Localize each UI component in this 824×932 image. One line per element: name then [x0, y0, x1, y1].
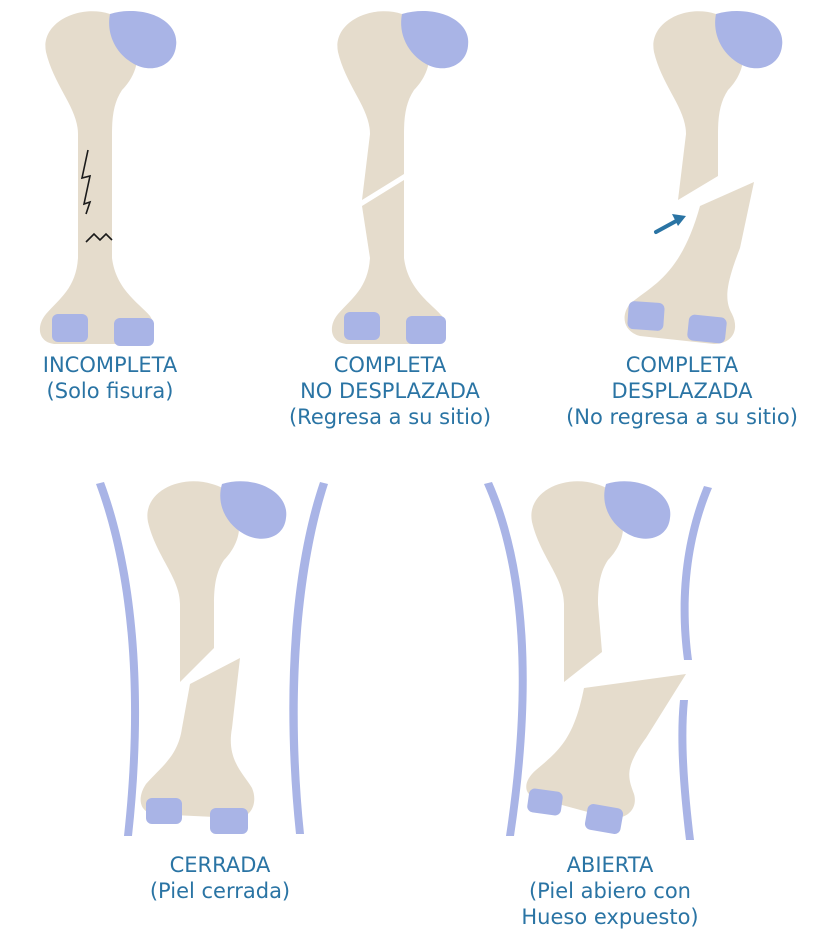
- caption-completa-desplazada: COMPLETA DESPLAZADA (No regresa a su sit…: [544, 352, 820, 430]
- femur-abierta: [484, 481, 712, 840]
- bone-lower-fragment: [141, 658, 255, 818]
- femur-completa-desplazada: [625, 11, 783, 344]
- caption-title: COMPLETA: [260, 352, 520, 378]
- displacement-arrow-icon: [656, 214, 686, 232]
- skin-right-upper: [681, 486, 712, 660]
- caption-line: (Piel abiero con: [480, 878, 740, 904]
- caption-line: (Solo fisura): [10, 378, 210, 404]
- caption-incompleta: INCOMPLETA (Solo fisura): [10, 352, 210, 404]
- caption-title: CERRADA: [110, 852, 330, 878]
- condyle-right: [210, 808, 248, 834]
- caption-line: NO DESPLAZADA: [260, 378, 520, 404]
- femur-incompleta: [40, 11, 176, 346]
- femur-cerrada: [96, 481, 328, 836]
- condyle-right: [406, 316, 446, 344]
- condyle-left: [526, 788, 563, 816]
- caption-completa-no-desplazada: COMPLETA NO DESPLAZADA (Regresa a su sit…: [260, 352, 520, 430]
- caption-abierta: ABIERTA (Piel abiero con Hueso expuesto): [480, 852, 740, 930]
- caption-line: Hueso expuesto): [480, 904, 740, 930]
- caption-title: ABIERTA: [480, 852, 740, 878]
- skin-right: [289, 482, 328, 834]
- condyle-left: [52, 314, 88, 342]
- condyle-right: [114, 318, 154, 346]
- skin-right-lower: [678, 700, 694, 840]
- skin-left: [484, 482, 527, 836]
- caption-line: (Piel cerrada): [110, 878, 330, 904]
- caption-line: (Regresa a su sitio): [260, 404, 520, 430]
- caption-cerrada: CERRADA (Piel cerrada): [110, 852, 330, 904]
- caption-line: DESPLAZADA: [544, 378, 820, 404]
- caption-line: (No regresa a su sitio): [544, 404, 820, 430]
- caption-title: COMPLETA: [544, 352, 820, 378]
- condyle-left: [344, 312, 380, 340]
- femur-completa-no-desplazada: [332, 11, 468, 344]
- skin-left: [96, 482, 139, 836]
- condyle-left: [627, 301, 665, 331]
- condyle-left: [146, 798, 182, 824]
- condyle-right: [687, 314, 728, 344]
- caption-title: INCOMPLETA: [10, 352, 210, 378]
